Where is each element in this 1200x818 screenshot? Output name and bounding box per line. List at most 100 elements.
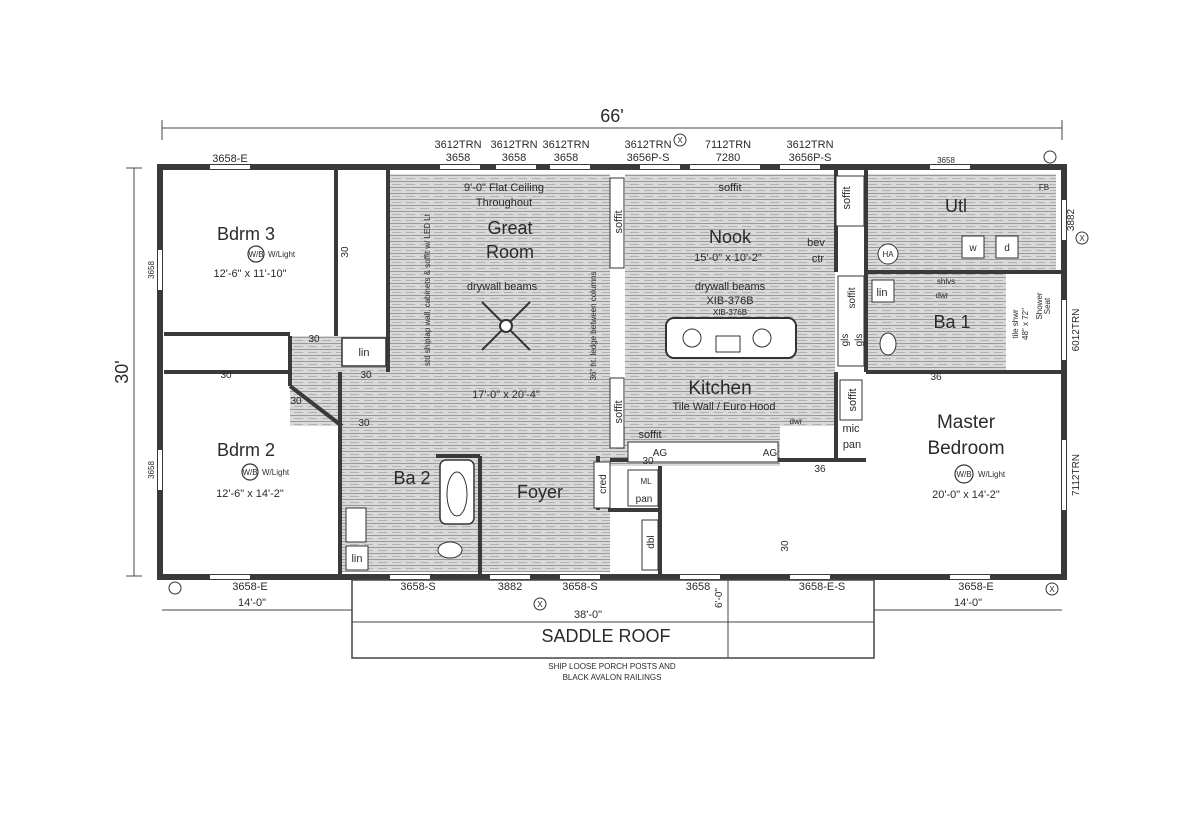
- ba2-name: Ba 2: [393, 468, 430, 488]
- window-right-utl: 3882: [1066, 208, 1077, 231]
- window-top-right: 3658: [937, 156, 955, 165]
- foyer-door: 30: [642, 456, 654, 467]
- window-right-master: 7112TRN: [1071, 454, 1082, 496]
- master-badge: W/B: [956, 470, 971, 479]
- ceiling-fan-icon: [481, 301, 531, 351]
- kitchen-soffit-right: soffit: [847, 388, 859, 411]
- great-room: 9'-0" Flat Ceiling Throughout Great Room…: [423, 177, 625, 401]
- porch-note-2: BLACK AVALON RAILINGS: [563, 673, 662, 682]
- ba1-lin: lin: [876, 287, 887, 299]
- master-badge-note: W/Light: [978, 470, 1006, 479]
- great-room-wall-note: std shiplap wall, cabinets & soffit w/ L…: [423, 213, 432, 366]
- great-room-beams: drywall beams: [467, 281, 538, 293]
- porch-roof: SADDLE ROOF: [541, 626, 670, 646]
- bdrm3-badge: W/B: [248, 250, 263, 259]
- overall-depth-dimension: 30': [112, 167, 142, 577]
- bev-ctr-2: ctr: [812, 253, 825, 265]
- foyer-name: Foyer: [517, 482, 563, 502]
- window-top-6a: 3612TRN: [786, 139, 833, 151]
- bdrm2-wb-badge-icon: [241, 463, 259, 481]
- master-name-2: Bedroom: [927, 438, 1004, 459]
- nook: soffit Nook 15'-0" x 10'-2" bev ctr soff…: [694, 175, 865, 265]
- window-top-5a: 7112TRN: [705, 139, 751, 151]
- overall-width-label: 66': [600, 106, 623, 126]
- window-bottom-1: 3658-E: [232, 581, 267, 593]
- utl-fb: FB: [1039, 183, 1049, 192]
- window-top-4b: 3656P-S: [627, 152, 670, 164]
- great-room-name-2: Room: [486, 242, 534, 262]
- exterior-light-right-mark: X: [1079, 234, 1085, 243]
- porch-note-1: SHIP LOOSE PORCH POSTS AND: [548, 662, 676, 671]
- master-wb-badge-icon: [954, 464, 974, 484]
- bdrm3-badge-note: W/Light: [268, 250, 296, 259]
- porch-width: 38'-0": [574, 609, 602, 621]
- porch-left-dim: 14'-0": [238, 597, 266, 609]
- great-room-ceiling-1: 9'-0" Flat Ceiling: [464, 182, 544, 194]
- utl-shelves: shlvs: [937, 277, 955, 286]
- hall-door-b: 30: [360, 370, 372, 381]
- porch-depth: 6'-0": [714, 588, 725, 608]
- great-room-size: 17'-0" x 20'-4": [472, 389, 540, 401]
- hall: lin 30 30 30 30: [290, 334, 387, 429]
- bdrm3-wb-badge-icon: [247, 245, 265, 263]
- bdrm2-name: Bdrm 2: [217, 440, 275, 460]
- overall-depth-label: 30': [112, 360, 132, 383]
- bdrm2-badge: W/B: [242, 468, 257, 477]
- hose-bib-icon-bottom-left: [168, 581, 182, 595]
- foyer-cred: cred: [598, 474, 609, 493]
- kitchen-beams-1: drywall beams: [695, 281, 766, 293]
- nook-name: Nook: [709, 227, 752, 247]
- window-top-4a: 3612TRN: [624, 139, 671, 151]
- hose-bib-icon-top-right: [1043, 150, 1057, 164]
- exterior-markers: X X X X: [168, 133, 1089, 611]
- kitchen-dwr: dwr: [790, 417, 803, 426]
- bev-ctr-1: bev: [807, 237, 825, 249]
- bdrm3-door: 30: [340, 246, 351, 258]
- master-door-a: 36: [814, 464, 826, 475]
- bdrm2-size: 12'-6" x 14'-2": [216, 488, 284, 500]
- utl-water-heater: HA: [882, 250, 894, 259]
- window-top-1a: 3612TRN: [434, 139, 481, 151]
- window-top-6b: 3656P-S: [789, 152, 832, 164]
- exterior-light-icon-bottom: [533, 597, 547, 611]
- exterior-walls: [157, 164, 1067, 580]
- great-room-name-1: Great: [487, 218, 532, 238]
- hall-door-d: 30: [358, 418, 370, 429]
- window-labels: 3658-E 3612TRN 3658 3612TRN 3658 3612TRN…: [147, 139, 1082, 593]
- ba2-toilet-icon: [437, 541, 463, 559]
- window-bottom-4: 3658-S: [562, 581, 597, 593]
- window-left-upper: 3658: [147, 261, 156, 279]
- window-top-left: 3658-E: [212, 153, 247, 165]
- bdrm2-badge-note: W/Light: [262, 468, 290, 477]
- kitchen-island: [665, 317, 797, 359]
- window-bottom-2: 3658-S: [400, 581, 435, 593]
- utl-name: Utl: [945, 196, 967, 216]
- island-wb-right-icon: [752, 328, 772, 348]
- exterior-light-icon-right: [1075, 231, 1089, 245]
- island-sink-icon: [715, 335, 741, 353]
- foyer-ba2-floor: [342, 426, 610, 572]
- hall-lin: lin: [358, 347, 369, 359]
- exterior-light-bottom-mark: X: [537, 600, 543, 609]
- kitchen-ag-right: AG: [763, 448, 778, 459]
- foyer: Foyer cred ML pan 30 dbl: [517, 456, 659, 571]
- ba1-door: 36: [930, 372, 942, 383]
- great-room-ledge-note: 36" ht. ledge between columns: [589, 271, 598, 380]
- window-top-3a: 3612TRN: [542, 139, 589, 151]
- bedroom-2: Bdrm 2 W/B W/Light 12'-6" x 14'-2" 30: [216, 370, 290, 500]
- kitchen-ag-left: AG: [653, 448, 668, 459]
- nook-size: 15'-0" x 10'-2": [694, 252, 762, 264]
- bdrm3-size: 12'-6" x 11'-10": [214, 268, 287, 280]
- nook-kitchen-floor: [625, 174, 835, 426]
- kitchen-mic: mic: [842, 423, 860, 435]
- window-top-5b: 7280: [716, 152, 740, 164]
- bath-1: lin Ba 1 tile shwr 48" x 72" Shower Seat…: [871, 279, 1052, 383]
- window-top-2a: 3612TRN: [490, 139, 537, 151]
- exterior-light-top-mark: X: [677, 136, 683, 145]
- kitchen-soffit-bottom: soffit: [638, 429, 661, 441]
- hall-door-c: 30: [290, 396, 302, 407]
- foyer-dbl: dbl: [646, 535, 657, 548]
- gls-soffit: soffit: [847, 287, 858, 308]
- nook-soffit-right: soffit: [841, 186, 853, 209]
- nook-soffit-top: soffit: [718, 182, 741, 194]
